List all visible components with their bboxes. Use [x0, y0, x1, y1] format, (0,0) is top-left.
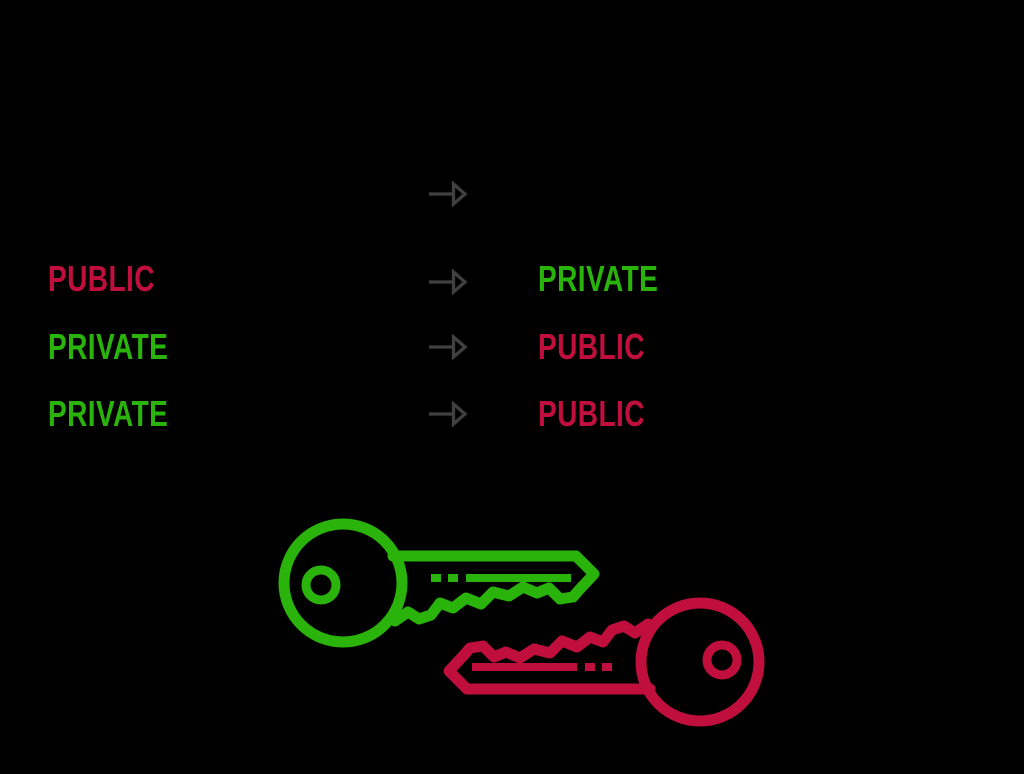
row2-right-label: PUBLIC [538, 326, 645, 367]
row2-arrow-icon [428, 334, 468, 360]
row3-right-label: PUBLIC [538, 393, 645, 434]
row3-arrow-icon [428, 401, 468, 427]
row3-left-label: PRIVATE [48, 393, 169, 434]
row1-left-label: PUBLIC [48, 258, 155, 299]
row1-right-label: PRIVATE [538, 258, 659, 299]
row2-left-label: PRIVATE [48, 326, 169, 367]
green-key-icon [284, 524, 594, 642]
row1-arrow-icon [428, 269, 468, 295]
red-key-icon [449, 603, 759, 721]
top-arrow-icon [428, 181, 468, 207]
